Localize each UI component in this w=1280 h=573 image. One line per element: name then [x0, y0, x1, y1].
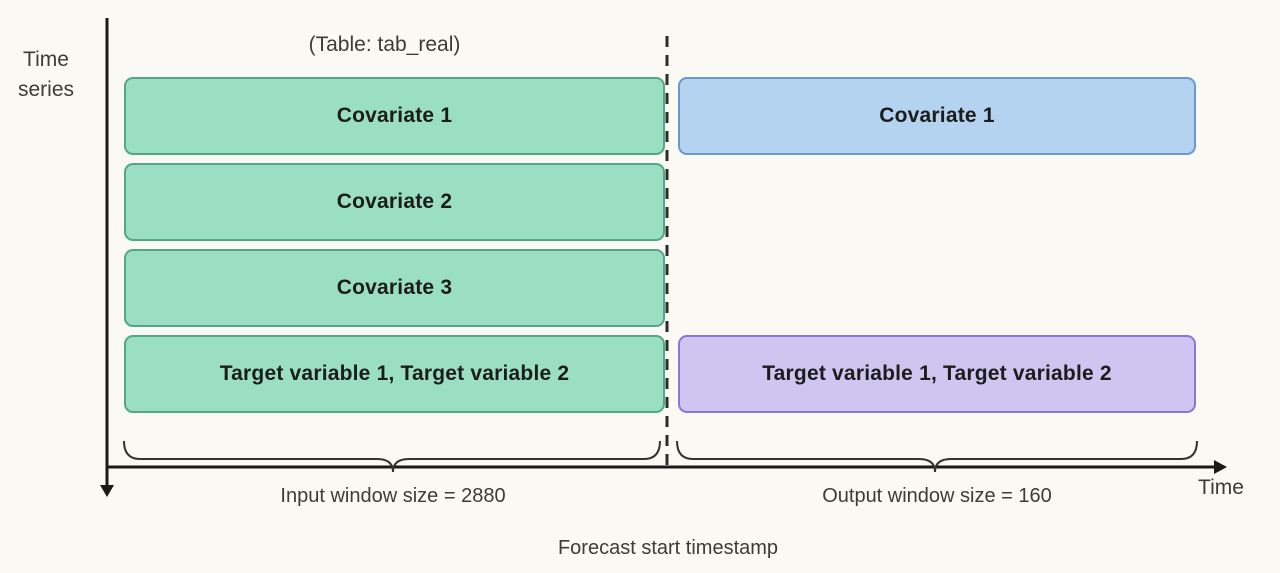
forecast-start-timestamp-label: Forecast start timestamp — [557, 537, 779, 559]
x-axis-label: Time — [1198, 476, 1244, 499]
input-covariate-3-box: Covariate 3 — [124, 249, 665, 327]
input-covariate-2-box: Covariate 2 — [124, 163, 665, 241]
input-target-variables-box: Target variable 1, Target variable 2 — [124, 335, 665, 413]
input-window-brace — [123, 440, 661, 473]
output-covariate-1-box: Covariate 1 — [678, 77, 1196, 155]
table-title: (Table: tab_real) — [308, 33, 461, 56]
output-window-brace — [676, 440, 1198, 473]
output-window-size-label: Output window size = 160 — [822, 485, 1052, 507]
y-axis-arrow-icon — [100, 485, 114, 497]
input-covariate-1-box: Covariate 1 — [124, 77, 665, 155]
x-axis-arrow-icon — [1214, 460, 1227, 474]
output-target-variables-box: Target variable 1, Target variable 2 — [678, 335, 1196, 413]
input-window-size-label: Input window size = 2880 — [280, 485, 506, 507]
y-axis-label: Time series — [17, 48, 75, 101]
